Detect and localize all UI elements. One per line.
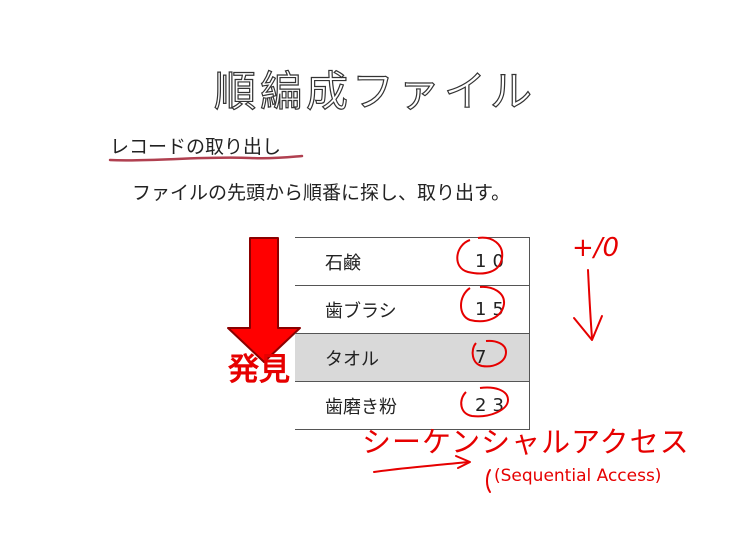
record-qty: 15 bbox=[475, 285, 530, 334]
page-title: 順編成ファイル bbox=[213, 66, 536, 116]
pointer-arrow-icon bbox=[373, 461, 469, 473]
record-table: 石鹸 10 歯ブラシ 15 タオル 7 歯磨き粉 23 bbox=[295, 237, 530, 430]
description-text: ファイルの先頭から順番に探し、取り出す。 bbox=[132, 182, 511, 204]
found-label: 発見 bbox=[228, 352, 290, 388]
io-note: +/0 bbox=[572, 233, 619, 263]
record-qty: 7 bbox=[475, 333, 530, 382]
sequential-access-english: (Sequential Access) bbox=[494, 466, 662, 486]
table-row: 石鹸 10 bbox=[295, 237, 530, 286]
sequential-access-japanese: シーケンシャルアクセス bbox=[362, 425, 690, 459]
table-row: 歯ブラシ 15 bbox=[295, 285, 530, 334]
arrowhead-icon bbox=[573, 315, 603, 341]
record-name: 歯磨き粉 bbox=[295, 381, 475, 430]
down-stroke-icon bbox=[587, 269, 593, 339]
bracket-mark bbox=[486, 469, 491, 493]
record-name: 歯ブラシ bbox=[295, 285, 475, 334]
record-name: 石鹸 bbox=[295, 237, 475, 286]
record-name: タオル bbox=[295, 333, 475, 382]
section-heading: レコードの取り出し bbox=[110, 136, 282, 158]
down-arrow-icon bbox=[227, 237, 301, 363]
table-row-highlighted: タオル 7 bbox=[295, 333, 530, 382]
record-qty: 10 bbox=[475, 237, 530, 286]
